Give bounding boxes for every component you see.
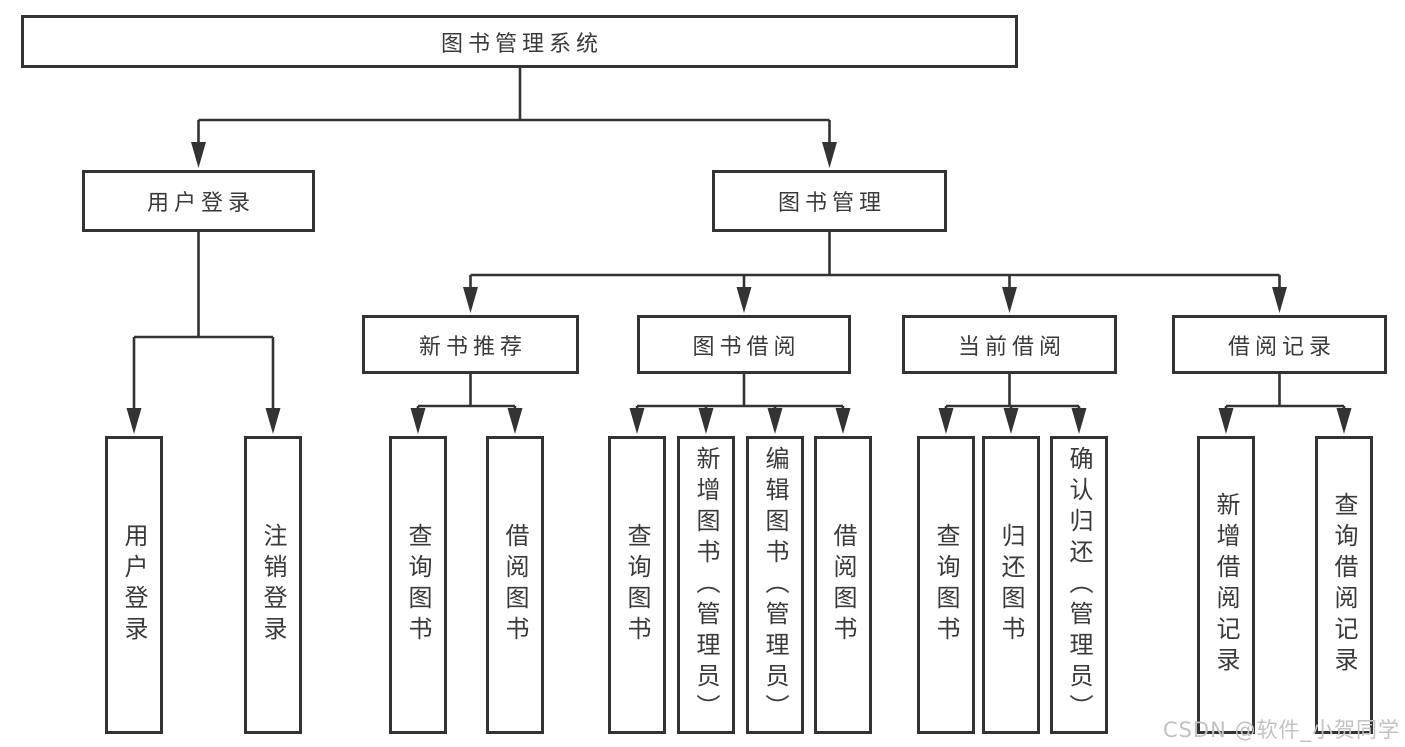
node-logout: 注销登录 <box>244 436 302 734</box>
node-br-add-record: 新增借阅记录 <box>1197 436 1255 734</box>
node-bb-add-books-admin: 新增图书（管理员） <box>677 436 735 734</box>
node-bb-query-books: 查询图书 <box>608 436 666 734</box>
node-library-management-system: 图书管理系统 <box>21 15 1018 68</box>
csdn-watermark: CSDN @软件_小贺同学 <box>1162 718 1400 742</box>
node-book-management-branch: 图书管理 <box>712 170 947 232</box>
node-new-book-recommendation: 新书推荐 <box>362 315 579 374</box>
node-bb-borrow-books: 借阅图书 <box>814 436 872 734</box>
node-cb-query-books: 查询图书 <box>917 436 975 734</box>
node-br-query-record: 查询借阅记录 <box>1315 436 1373 734</box>
node-rec-borrow-books: 借阅图书 <box>486 436 544 734</box>
node-user-login-branch: 用户登录 <box>82 170 315 232</box>
node-borrowing-records: 借阅记录 <box>1172 315 1387 374</box>
node-book-borrowing: 图书借阅 <box>637 315 851 374</box>
node-bb-edit-books-admin: 编辑图书（管理员） <box>746 436 804 734</box>
node-cb-return-books: 归还图书 <box>982 436 1040 734</box>
node-current-borrowing: 当前借阅 <box>902 315 1117 374</box>
node-user-login: 用户登录 <box>105 436 163 734</box>
node-rec-query-books: 查询图书 <box>389 436 447 734</box>
node-cb-confirm-return-admin: 确认归还（管理员） <box>1050 436 1108 734</box>
